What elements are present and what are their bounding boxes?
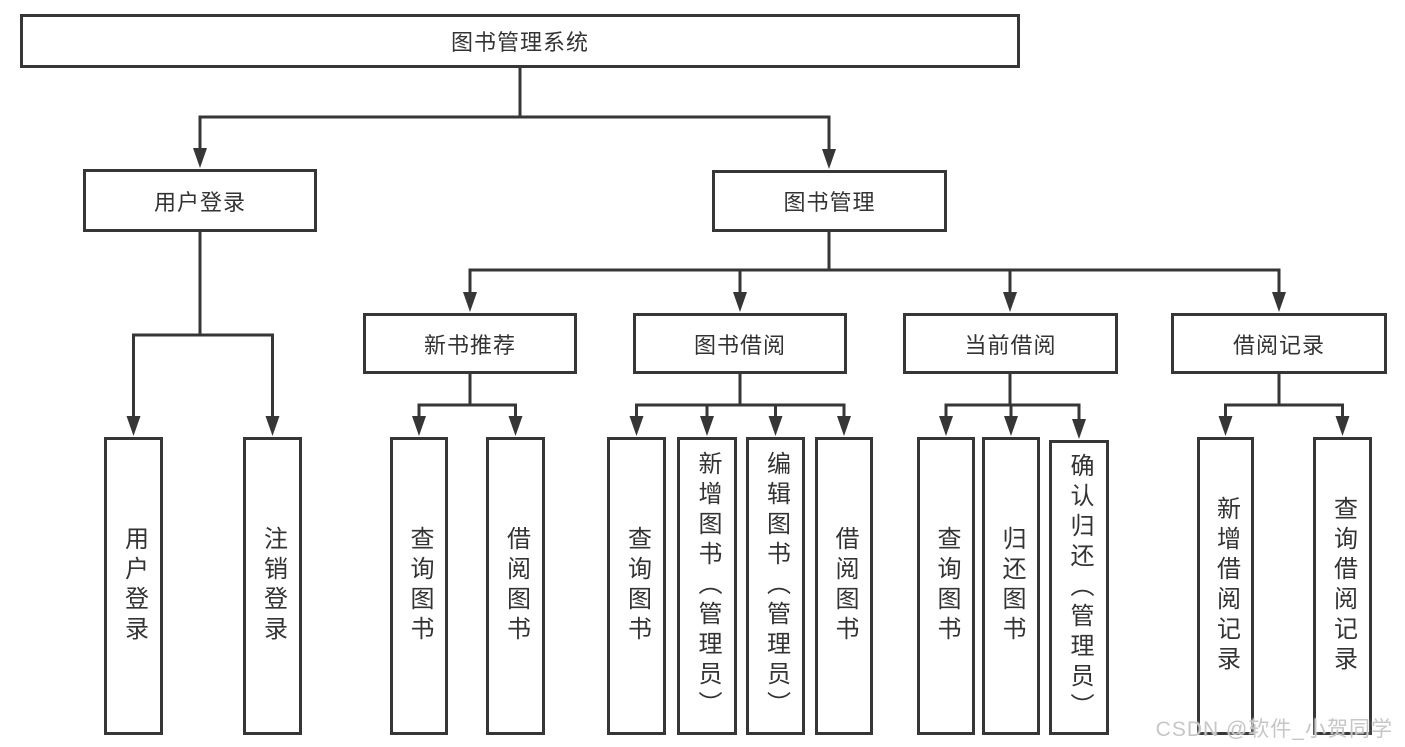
- node-book-borrow: 图书借阅: [633, 313, 847, 374]
- leaf-label: 借阅图书: [831, 526, 858, 646]
- node-label: 借阅记录: [1232, 332, 1325, 358]
- node-user-login-branch: 用户登录: [83, 169, 317, 232]
- node-label: 图书借阅: [693, 332, 786, 358]
- leaf-borrow-query-books: 查询图书: [607, 437, 666, 735]
- leaf-label: 查询图书: [406, 526, 433, 646]
- leaf-label: 查询图书: [933, 526, 960, 646]
- leaf-recommend-query-books: 查询图书: [390, 437, 448, 735]
- node-label: 图书管理: [783, 190, 876, 215]
- node-current-borrow: 当前借阅: [903, 313, 1118, 374]
- node-book-management-branch: 图书管理: [712, 170, 947, 232]
- csdn-watermark: CSDN @软件_小贺同学: [1155, 718, 1393, 741]
- leaf-label: 注销登录: [259, 526, 287, 646]
- leaf-logout: 注销登录: [243, 437, 302, 735]
- leaf-label: 编辑图书（管理员）: [762, 451, 790, 721]
- leaf-borrow-edit-books-admin: 编辑图书（管理员）: [746, 437, 805, 735]
- leaf-current-confirm-return-admin: 确认归还（管理员）: [1049, 440, 1109, 735]
- leaf-label: 新增借阅记录: [1212, 496, 1240, 676]
- leaf-label: 用户登录: [120, 526, 148, 646]
- leaf-label: 查询借阅记录: [1329, 496, 1357, 676]
- leaf-current-query-books: 查询图书: [917, 437, 975, 735]
- leaf-current-return-books: 归还图书: [982, 437, 1040, 735]
- leaf-recommend-borrow-books: 借阅图书: [486, 437, 545, 735]
- leaf-user-login: 用户登录: [104, 437, 163, 735]
- leaf-label: 新增图书（管理员）: [694, 451, 721, 721]
- node-borrow-records: 借阅记录: [1171, 313, 1387, 374]
- node-label: 用户登录: [153, 189, 246, 215]
- leaf-borrow-add-books-admin: 新增图书（管理员）: [677, 437, 737, 735]
- node-label: 新书推荐: [423, 332, 516, 358]
- node-new-book-recommend: 新书推荐: [363, 313, 577, 374]
- leaf-records-query-record: 查询借阅记录: [1313, 437, 1372, 735]
- node-root-label: 图书管理系统: [450, 30, 589, 55]
- leaf-label: 确认归还（管理员）: [1066, 452, 1093, 723]
- node-label: 当前借阅: [964, 332, 1057, 358]
- node-root-system: 图书管理系统: [20, 14, 1020, 68]
- leaf-label: 查询图书: [623, 526, 651, 646]
- leaf-label: 归还图书: [998, 526, 1025, 646]
- leaf-borrow-borrow-books: 借阅图书: [815, 437, 873, 735]
- leaf-records-add-record: 新增借阅记录: [1197, 437, 1254, 735]
- leaf-label: 借阅图书: [502, 526, 530, 646]
